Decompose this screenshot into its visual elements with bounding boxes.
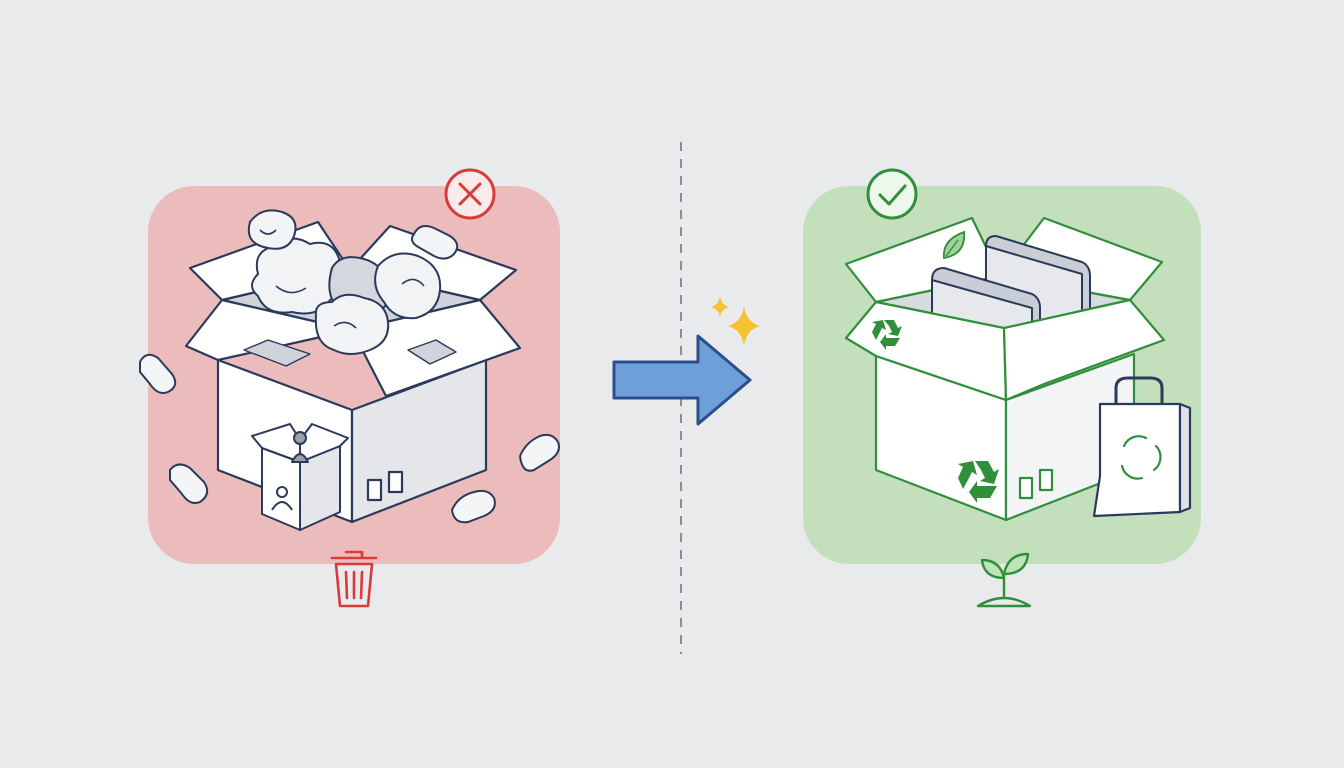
arrow-right-icon: [612, 334, 752, 426]
check-circle-icon: [866, 168, 918, 220]
sustainable-packaging-panel: [803, 168, 1201, 608]
x-circle-icon: [444, 168, 496, 220]
leaf-icon: [942, 230, 966, 260]
packing-peanut-icon: [139, 225, 560, 524]
sparkle-icon: [711, 296, 760, 346]
wasteful-packaging-panel: [139, 168, 560, 608]
small-box-icon: [251, 423, 349, 531]
sprout-icon: [976, 552, 1032, 608]
crumpled-paper-icon: [247, 209, 442, 355]
shopping-bag-icon: [1092, 376, 1192, 518]
box-front: [844, 298, 1166, 522]
recycle-icon: [872, 320, 999, 503]
trash-can-icon: [330, 550, 378, 608]
